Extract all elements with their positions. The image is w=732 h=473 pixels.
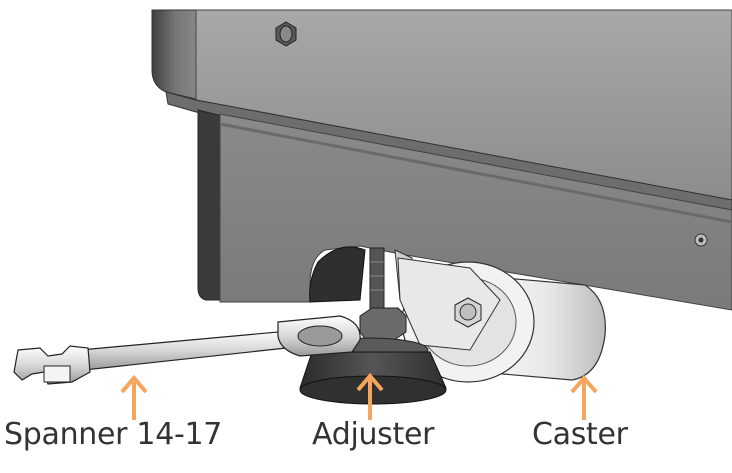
screw-icon bbox=[694, 233, 708, 247]
adjuster-foot-icon bbox=[299, 246, 447, 405]
cabinet-lip bbox=[165, 91, 732, 211]
cabinet-side bbox=[151, 9, 201, 101]
arrow-up-icon bbox=[120, 374, 148, 420]
base-side bbox=[197, 109, 223, 301]
caster-label: Caster bbox=[532, 417, 628, 452]
hex-bolt-icon bbox=[275, 21, 297, 47]
arrow-up-icon bbox=[570, 374, 598, 420]
spanner-icon bbox=[13, 315, 361, 385]
machine-housing bbox=[151, 9, 732, 311]
caster-wheel-icon bbox=[394, 249, 606, 383]
spanner-label: Spanner 14-17 bbox=[4, 417, 223, 452]
cabinet-front bbox=[195, 9, 732, 201]
arrow-up-icon bbox=[356, 372, 384, 420]
adjuster-label: Adjuster bbox=[312, 417, 435, 452]
